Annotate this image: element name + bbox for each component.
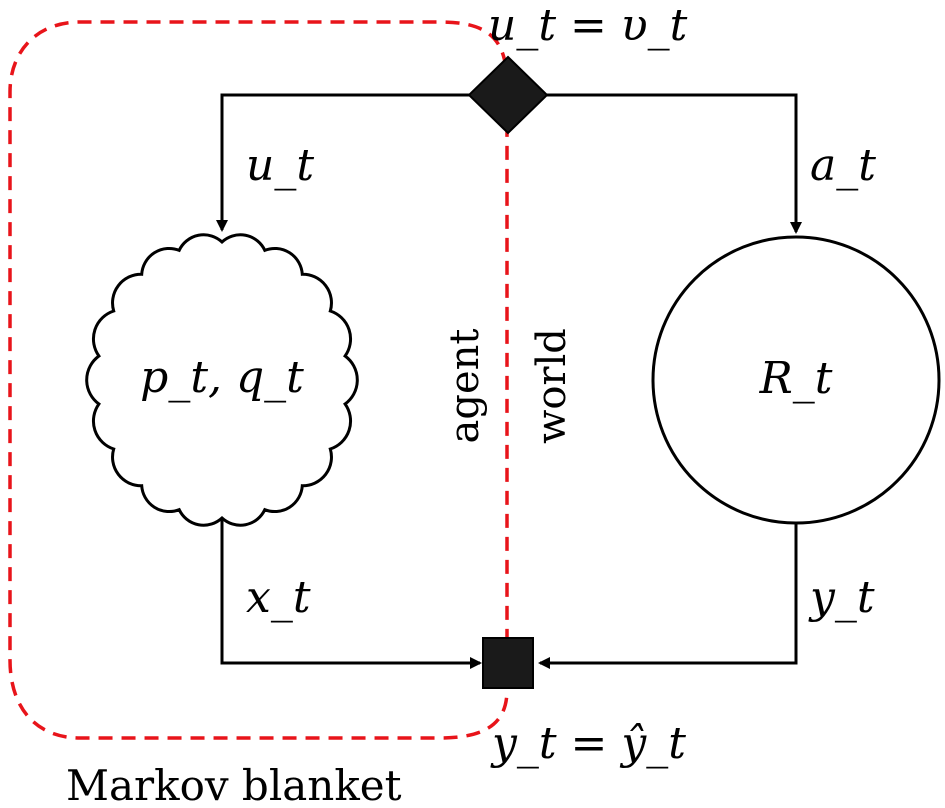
edge-label-u: u_t <box>246 140 314 191</box>
square-node-icon <box>482 637 534 689</box>
edge-label-x: x_t <box>246 572 311 623</box>
diamond-node-icon <box>467 55 549 135</box>
agent-state-label: p_t, q_t <box>140 352 304 403</box>
circle-node-icon <box>651 235 941 525</box>
world-side-label: world <box>529 328 575 444</box>
action-node-label: u_t = υ_t <box>488 0 688 51</box>
sensory-node-label: y_t = ŷ_t <box>490 718 686 769</box>
wire-bottom-right <box>538 523 798 669</box>
cloud-node-icon <box>85 233 359 527</box>
edge-label-y: y_t <box>808 572 875 623</box>
wire-top-right <box>545 93 802 234</box>
markov-blanket-outline <box>8 20 509 740</box>
wire-bottom-left <box>220 520 482 669</box>
world-state-label: R_t <box>759 353 833 404</box>
markov-blanket-label: Markov blanket <box>66 761 402 808</box>
edge-label-a: a_t <box>810 140 876 191</box>
agent-side-label: agent <box>442 329 488 444</box>
wire-top-left <box>216 93 470 232</box>
